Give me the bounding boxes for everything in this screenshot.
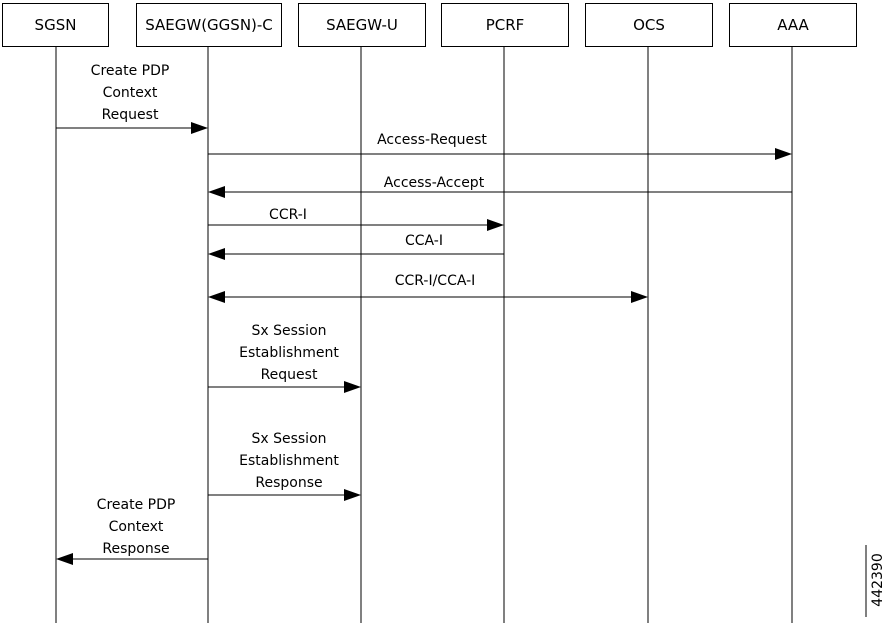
message-label-line: Create PDP [97,497,176,513]
participant-pcrf: PCRF [441,3,569,47]
figure-id-label: 442390 [870,553,886,606]
arrowhead-icon [775,148,792,160]
participant-ocs: OCS [585,3,713,47]
participant-label-saegw-c: SAEGW(GGSN)-C [145,16,273,34]
message-ccr-i-cca-i: CCR-I/CCA-I [208,273,648,303]
participant-box-sgsn [2,3,109,47]
participant-label-ocs: OCS [633,16,665,34]
message-label-line: Establishment [239,453,339,469]
arrowhead-icon [487,219,504,231]
participant-label-aaa: AAA [777,16,809,34]
participant-sgsn: SGSN [2,3,109,47]
participant-box-saegw-c [136,3,282,47]
participant-box-ocs [585,3,713,47]
message-ccr-i: CCR-I [208,207,504,231]
participant-label-sgsn: SGSN [35,16,77,34]
message-label-line: Sx Session [251,323,326,339]
arrowhead-icon [208,248,225,260]
participant-saegw-u: SAEGW-U [298,3,426,47]
participant-box-aaa [729,3,857,47]
message-label-line: Response [255,475,322,491]
message-label-line: Access-Accept [384,175,485,191]
arrowhead-icon [208,291,225,303]
message-label-line: Access-Request [377,132,487,148]
participant-box-saegw-u [298,3,426,47]
message-label-line: Create PDP [91,63,170,79]
arrowhead-icon [191,122,208,134]
participant-aaa: AAA [729,3,857,47]
arrowhead-icon [344,381,361,393]
message-label-line: CCR-I [269,207,307,223]
participant-label-pcrf: PCRF [486,16,525,34]
participant-saegw-c: SAEGW(GGSN)-C [136,3,282,47]
participant-box-pcrf [441,3,569,47]
arrowhead-icon [631,291,648,303]
message-label-line: Response [102,541,169,557]
message-label-line: Context [103,85,158,101]
message-label-line: CCA-I [405,233,443,249]
message-label-line: CCR-I/CCA-I [395,273,476,289]
message-label-line: Request [102,107,159,123]
message-label-line: Sx Session [251,431,326,447]
message-access-accept: Access-Accept [208,175,792,198]
participant-label-saegw-u: SAEGW-U [326,16,398,34]
message-label-line: Context [109,519,164,535]
arrowhead-icon [208,186,225,198]
message-access-request: Access-Request [208,132,792,160]
message-label-line: Establishment [239,345,339,361]
message-label-line: Request [261,367,318,383]
arrowhead-icon [56,553,73,565]
message-cca-i: CCA-I [208,233,504,260]
arrowhead-icon [344,489,361,501]
